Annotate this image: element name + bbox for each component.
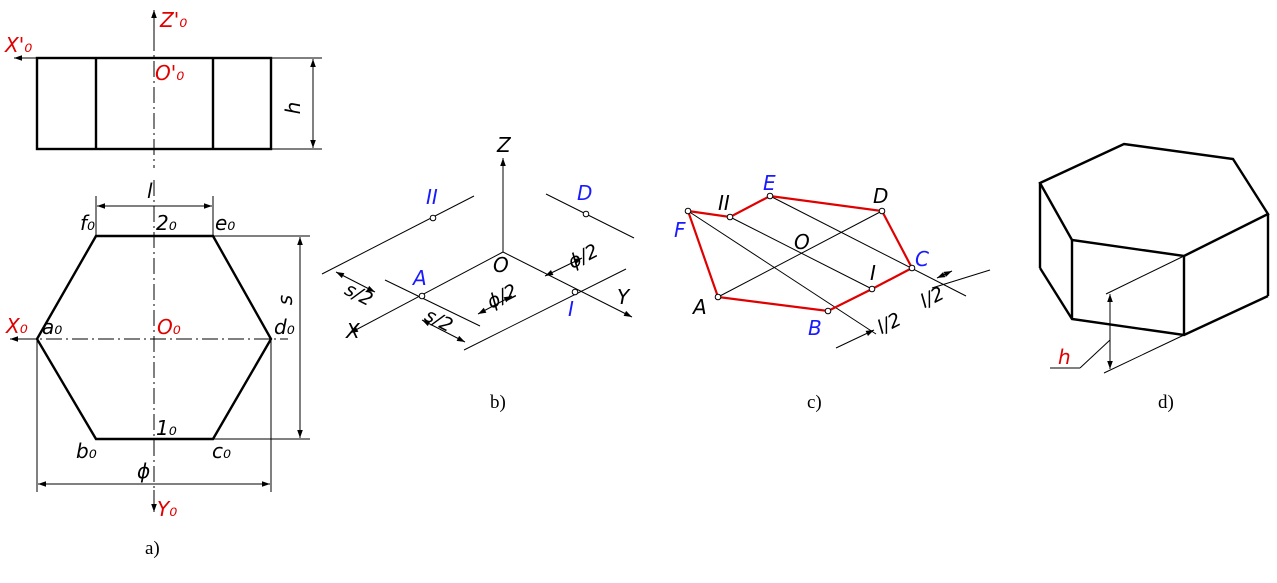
point-II-c-marker — [726, 213, 734, 221]
dim-phi2-upper — [544, 257, 583, 277]
figure-c-base — [684, 192, 991, 349]
label-dim-s2-upper: s/2 — [341, 278, 376, 310]
point-B-marker — [824, 307, 832, 315]
line-II-I — [729, 216, 873, 290]
dim-l2-upper-arrow — [936, 270, 953, 279]
dim-l2-lower-arrow — [835, 329, 875, 349]
figure-a-orthographic — [10, 10, 322, 512]
label-dim-s: s — [273, 295, 297, 305]
label-point-I-b: I — [568, 297, 574, 321]
label-vertex-c: c₀ — [212, 439, 231, 463]
dim-l2-upper-extension — [931, 269, 991, 289]
dim-phi2-lower — [477, 295, 513, 315]
line-through-D — [545, 193, 635, 239]
label-vertex-b: b₀ — [76, 439, 97, 463]
label-origin-top: O₀ — [157, 315, 181, 339]
label-dim-l: l — [147, 179, 153, 203]
label-x-axis-top: X₀ — [5, 314, 28, 338]
figure-d-prism — [1038, 142, 1270, 374]
label-vertex-e: e₀ — [215, 211, 235, 235]
point-D-c-marker — [878, 207, 886, 215]
label-dim-h: h — [281, 102, 305, 115]
label-origin-b: O — [493, 253, 509, 277]
label-point-B: B — [808, 316, 822, 340]
diagonal-A-D — [717, 210, 883, 298]
label-point-D-b: D — [577, 181, 592, 205]
label-y-axis-top: Y₀ — [157, 497, 177, 521]
dim-s2-upper — [335, 271, 376, 293]
label-vertex-d: d₀ — [274, 315, 295, 339]
label-point-D-c: D — [873, 184, 888, 208]
line-through-A — [384, 279, 481, 327]
label-point-I-c: I — [870, 261, 876, 285]
dim-s2-lower — [421, 319, 466, 343]
caption-a: a) — [145, 538, 160, 559]
label-z-axis: Z'₀ — [159, 8, 187, 32]
point-A-marker — [418, 292, 426, 300]
dim-h-leader — [1079, 339, 1111, 369]
label-point-C: C — [915, 247, 929, 271]
point-F-marker — [684, 207, 692, 215]
label-x-axis-front: X'₀ — [4, 33, 32, 57]
label-axis-z: Z — [496, 133, 512, 157]
label-dim-l2-lower: l/2 — [874, 308, 905, 338]
axis-x-line — [349, 251, 504, 334]
point-C-marker — [908, 264, 916, 272]
label-dim-l2-upper: l/2 — [917, 282, 948, 312]
label-dim-s2-lower: s/2 — [421, 304, 456, 336]
label-dim-phi2-upper: ϕ/2 — [564, 240, 602, 274]
prism-bottom-edges — [1038, 267, 1269, 337]
line-through-II — [321, 195, 475, 275]
figure-b-axes — [321, 158, 635, 351]
point-A-c-marker — [714, 293, 722, 301]
label-vertex-f: f₀ — [80, 211, 95, 235]
caption-d: d) — [1158, 392, 1174, 413]
dim-h-extension-top-d — [1105, 255, 1185, 295]
label-point-1: 1₀ — [156, 416, 177, 440]
point-D-marker — [582, 210, 590, 218]
point-II-marker — [429, 214, 437, 222]
label-dim-h-d: h — [1058, 345, 1071, 369]
label-origin-c: O — [794, 230, 810, 254]
label-point-II-c: II — [718, 191, 730, 215]
point-E-marker — [766, 192, 774, 200]
label-point-A-b: A — [411, 266, 427, 290]
label-dim-phi: ϕ — [137, 459, 150, 483]
label-axis-y: Y — [617, 285, 631, 309]
label-vertex-a: a₀ — [42, 315, 62, 339]
caption-c: c) — [807, 392, 822, 413]
label-point-A-c: A — [691, 295, 707, 319]
label-point-II-b: II — [426, 185, 438, 209]
label-axis-x: X — [345, 319, 361, 343]
line-through-I — [463, 268, 627, 351]
axis-y-line — [502, 251, 633, 318]
label-point-2: 2₀ — [156, 211, 177, 235]
line-F-B-extension — [687, 210, 877, 335]
line-E-C-extension — [769, 195, 967, 297]
dim-h-extension-bottom-d — [1103, 334, 1185, 374]
point-I-marker — [571, 288, 579, 296]
prism-top-face — [1038, 142, 1270, 258]
point-I-c-marker — [868, 285, 876, 293]
label-origin-front: O'₀ — [155, 61, 184, 85]
label-point-E: E — [763, 171, 776, 195]
caption-b: b) — [490, 392, 506, 413]
label-point-F: F — [674, 218, 686, 242]
